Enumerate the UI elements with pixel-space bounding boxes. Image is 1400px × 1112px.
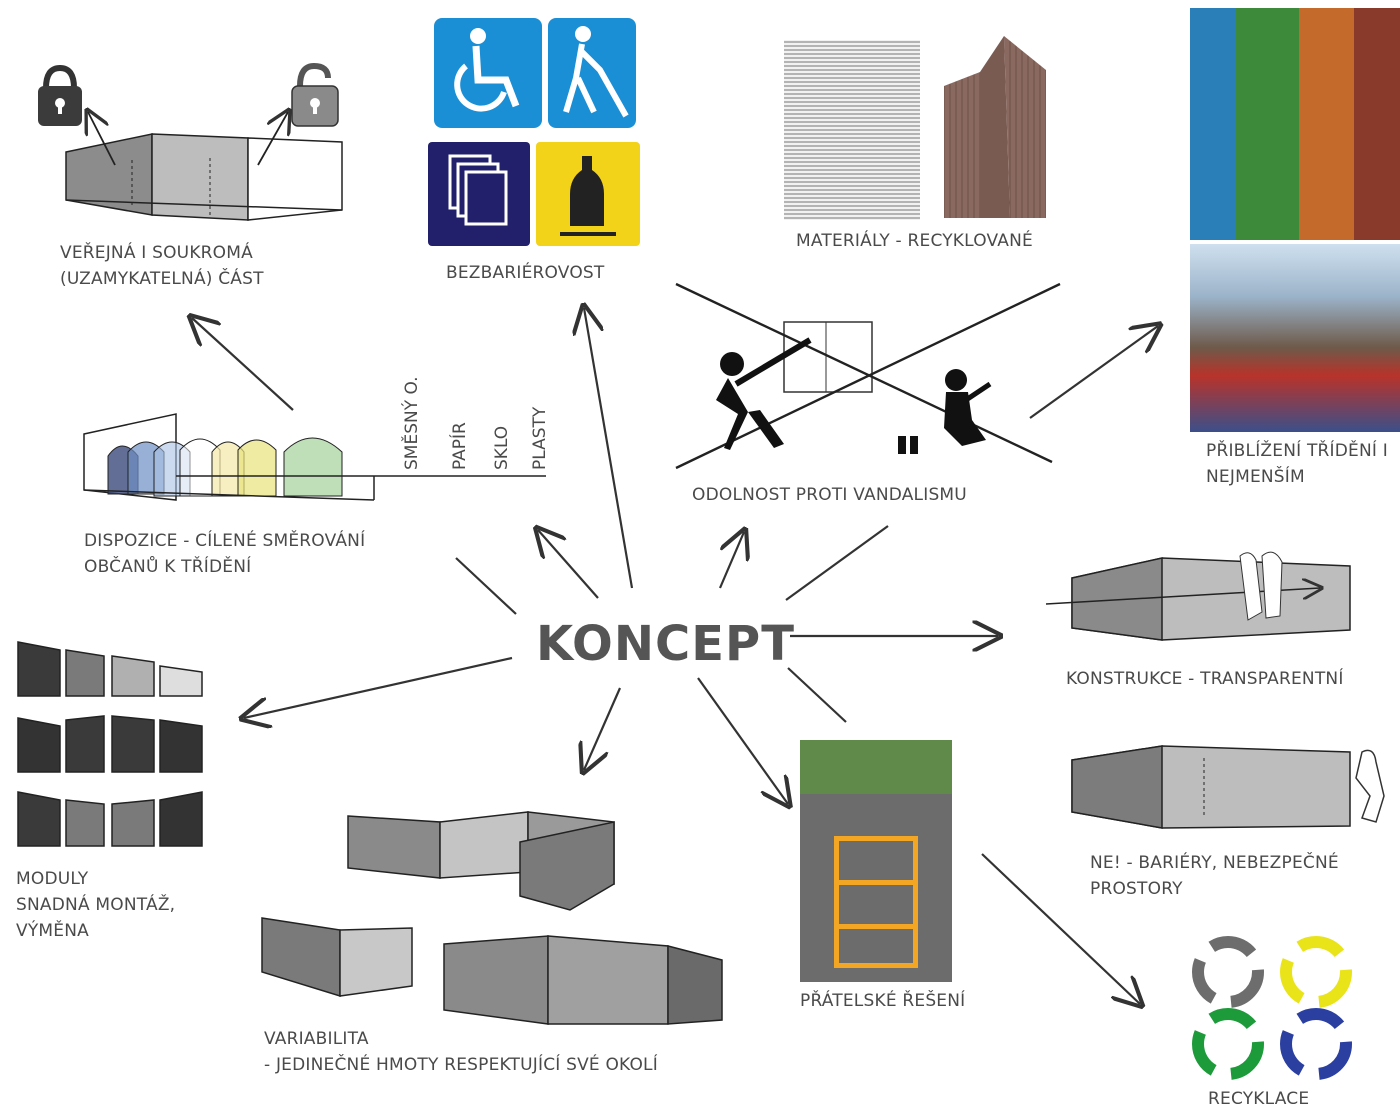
barrier-sketch [1071,745,1385,829]
variability-sketches [261,811,723,1025]
arrow-to-variability [584,687,622,770]
children-sorting-photo [1190,244,1400,432]
construction-sketch [1045,551,1351,641]
graffiti-figure-icon [898,369,992,454]
arrow-to-barriers [787,667,847,723]
label-barriers: NE! - BARIÉRY, NEBEZPEČNÉ PROSTORY [1090,853,1339,899]
label-public-private: VEŘEJNÁ I SOUKROMÁ (UZAMYKATELNÁ) ČÁST [60,243,264,289]
recycle-green-icon [1192,1008,1264,1080]
label-sorting-kids: PŘIBLÍŽENÍ TŘÍDĚNÍ I NEJMENŠÍM [1206,441,1388,487]
vandalism-sketch [675,282,1061,470]
label-materials: MATERIÁLY - RECYKLOVANÉ [796,231,1033,251]
label-friendly: PŘÁTELSKÉ ŘEŠENÍ [800,991,966,1011]
arrow-to-labels [538,530,599,599]
modules-grid [17,641,203,847]
arrow-to-modules [244,656,513,718]
waste-type-mixed: SMĚSNÝ O. [402,376,422,470]
blind-person-icon [548,18,636,128]
label-vandalism: ODOLNOST PROTI VANDALISMU [692,485,967,505]
public-private-sketch [65,112,343,221]
wood-material [944,36,1046,218]
disposition-sketch [83,413,546,501]
arrow-to-disposition [455,557,517,615]
arrow-to-friendly [697,677,788,804]
paper-sign-icon [428,142,530,246]
wheelchair-icon [434,18,542,128]
waste-type-glass: SKLO [492,425,512,470]
waste-type-paper: PAPÍR [450,422,470,470]
label-variability: VARIABILITA - JEDINEČNÉ HMOTY RESPEKTUJÍ… [264,1029,658,1075]
lock-open-icon [291,62,339,127]
waste-type-plastic: PLASTY [530,406,550,470]
mesh-material [784,40,920,220]
label-barrier-free: BEZBARIÉROVOST [446,263,605,283]
arrow-to-barrier-free [584,308,634,589]
arrow-to-vandalism [718,532,744,589]
label-recycling: RECYKLACE [1208,1089,1310,1109]
recycle-blue-icon [1280,1008,1352,1080]
label-modules: MODULY SNADNÁ MONTÁŽ, VÝMĚNA [16,869,176,941]
hopscotch-photo [800,740,952,982]
concept-title: KONCEPT [536,616,795,672]
arrow-to-public-private [192,318,294,411]
recycle-yellow-icon [1280,936,1352,1008]
label-disposition: DISPOZICE - CÍLENÉ SMĚROVÁNÍ OBČANŮ K TŘ… [84,531,366,577]
lock-closed-icon [38,64,82,126]
arrow-from-vandalism [785,525,889,601]
bottle-sign-icon [536,142,640,246]
arrow-to-sorting [1029,326,1158,419]
sorting-bins-photo [1190,8,1400,240]
connector-arrows [192,308,1158,1004]
label-construction: KONSTRUKCE - TRANSPARENTNÍ [1066,669,1344,689]
recycle-gray-icon [1192,936,1264,1008]
vandal-figure-icon [716,337,812,450]
arrow-to-recycling [981,853,1140,1004]
